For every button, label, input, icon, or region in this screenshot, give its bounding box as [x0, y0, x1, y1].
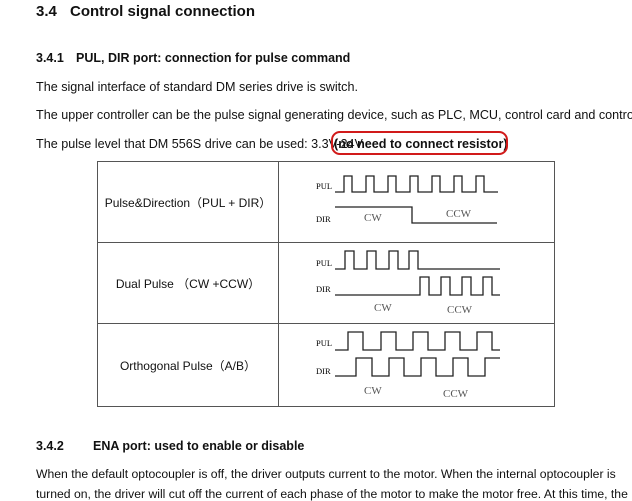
- cw-label: CW: [364, 385, 382, 397]
- dir-label: DIR: [316, 284, 331, 294]
- mode-label: Pulse&Direction（PUL + DIR）: [97, 161, 279, 243]
- cw-label: CW: [374, 302, 392, 314]
- dir-label: DIR: [316, 366, 331, 376]
- highlight-outline: [331, 131, 508, 155]
- dual-pulse-waveform: PUL DIR CW CCW: [316, 250, 500, 316]
- pul-label: PUL: [316, 258, 332, 268]
- mode-label: Orthogonal Pulse（A/B）: [97, 323, 279, 407]
- section-number: 3.4: [36, 3, 57, 20]
- ccw-label: CCW: [447, 304, 473, 316]
- cw-label: CW: [364, 212, 382, 224]
- table-row: Orthogonal Pulse（A/B） PUL DIR CW CCW: [97, 323, 555, 407]
- subsection-title: PUL, DIR port: connection for pulse comm…: [76, 51, 351, 65]
- orthogonal-pulse-waveform: PUL DIR CW CCW: [316, 331, 500, 400]
- pul-label: PUL: [316, 338, 332, 348]
- waveform-cell: PUL DIR CW CCW: [278, 161, 555, 243]
- signal-mode-table: Pulse&Direction（PUL + DIR） PUL DIR CW CC…: [97, 161, 555, 407]
- paragraph-ena-line-2: turned on, the driver will cut off the c…: [36, 487, 628, 501]
- dir-label: DIR: [316, 214, 331, 224]
- paragraph-pulse-level: The pulse level that DM 556S drive can b…: [36, 137, 363, 151]
- subsection-number: 3.4.1: [36, 51, 64, 65]
- waveform-cell: PUL DIR CW CCW: [278, 242, 555, 324]
- table-row: Pulse&Direction（PUL + DIR） PUL DIR CW CC…: [97, 161, 555, 243]
- ccw-label: CCW: [443, 388, 469, 400]
- subsection-number: 3.4.2: [36, 439, 64, 453]
- section-title: Control signal connection: [70, 3, 256, 20]
- pul-label: PUL: [316, 181, 332, 191]
- paragraph-upper-controller: The upper controller can be the pulse si…: [36, 108, 632, 122]
- table-row: Dual Pulse （CW +CCW） PUL DIR CW CCW: [97, 242, 555, 324]
- ccw-label: CCW: [446, 208, 472, 220]
- pulse-direction-waveform: PUL DIR CW CCW: [316, 175, 498, 224]
- paragraph-ena-line-1: When the default optocoupler is off, the…: [36, 467, 616, 481]
- waveform-cell: PUL DIR CW CCW: [278, 323, 555, 407]
- mode-label: Dual Pulse （CW +CCW）: [97, 242, 279, 324]
- paragraph-signal-interface: The signal interface of standard DM seri…: [36, 80, 358, 94]
- pulse-level-note: (no need to connect resistor): [334, 137, 508, 151]
- subsection-title: ENA port: used to enable or disable: [93, 439, 305, 453]
